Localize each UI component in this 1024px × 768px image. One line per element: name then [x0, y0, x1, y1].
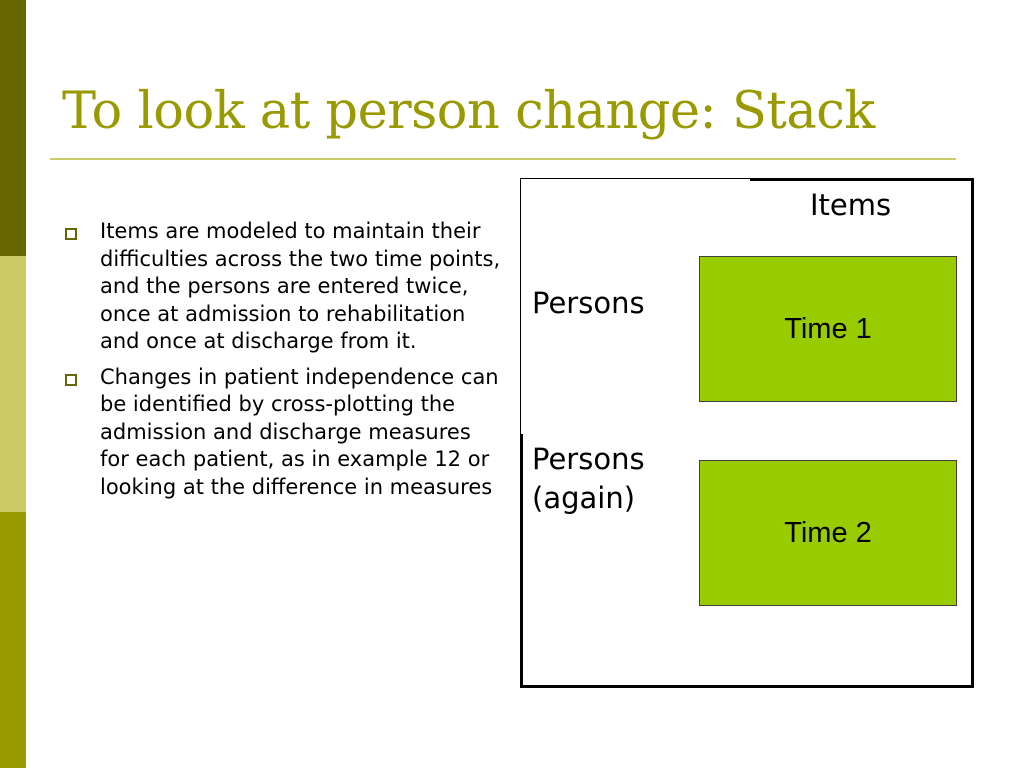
bullet-text: Changes in patient independence can be i… — [100, 364, 499, 499]
diagram-border-top-right — [750, 178, 974, 181]
items-label: Items — [810, 188, 892, 222]
diagram-border-left-bottom — [520, 434, 523, 688]
sidebar-segment-light — [0, 256, 26, 512]
time1-label: Time 1 — [784, 312, 872, 345]
diagram-border-right — [971, 178, 974, 688]
diagram-border-top-left — [520, 178, 750, 179]
bullet-list: Items are modeled to maintain their diff… — [62, 218, 502, 509]
diagram-border-bottom — [520, 685, 974, 688]
bullet-item: Changes in patient independence can be i… — [62, 364, 502, 502]
sidebar-segment-dark — [0, 0, 26, 256]
time1-box: Time 1 — [699, 256, 957, 402]
square-bullet-icon — [65, 373, 77, 386]
stack-diagram: Items Persons Persons (again) Time 1 Tim… — [520, 178, 974, 688]
bullet-text: Items are modeled to maintain their diff… — [100, 219, 501, 353]
bullet-item: Items are modeled to maintain their diff… — [62, 218, 502, 356]
diagram-border-left-top — [520, 178, 521, 436]
square-bullet-icon — [65, 228, 77, 240]
time2-label: Time 2 — [784, 516, 872, 549]
title-underline — [50, 158, 956, 160]
time2-box: Time 2 — [699, 460, 957, 606]
sidebar-decoration — [0, 0, 26, 768]
sidebar-segment-mid — [0, 512, 26, 768]
slide-title: To look at person change: Stack — [62, 82, 875, 141]
persons-label: Persons — [532, 286, 645, 320]
persons-again-label: Persons (again) — [532, 442, 645, 515]
